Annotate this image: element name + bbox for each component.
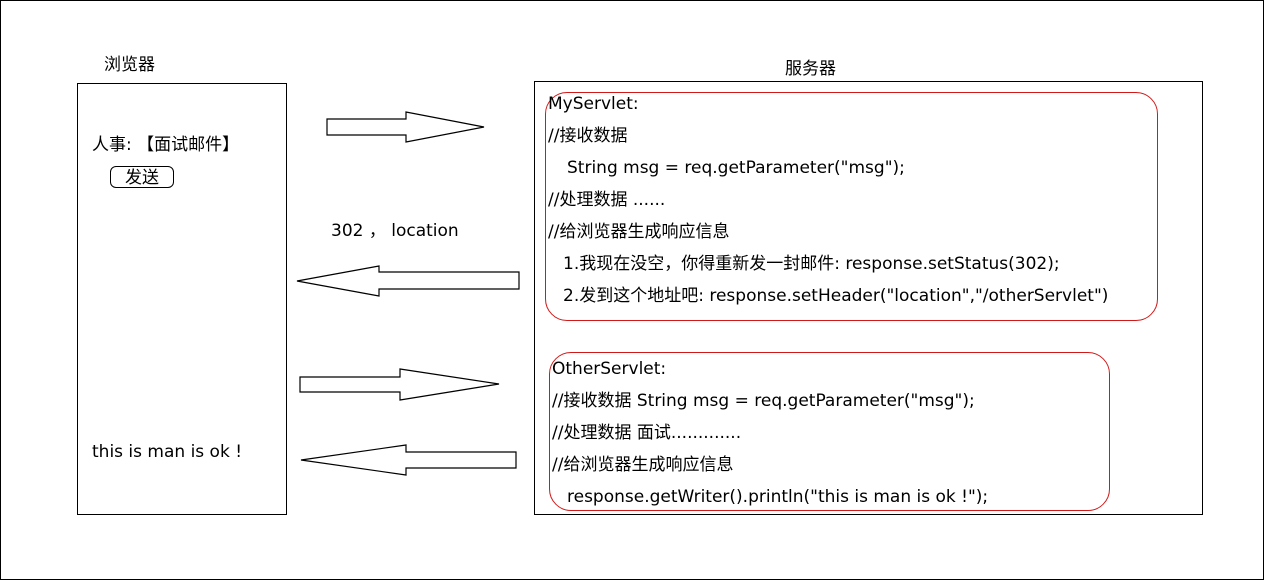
otherservlet-box bbox=[549, 352, 1110, 511]
redirect-label: 302 ， location bbox=[331, 221, 459, 241]
server-title: 服务器 bbox=[785, 59, 836, 79]
result-text: this is man is ok ! bbox=[92, 442, 243, 462]
myservlet-line: MyServlet: bbox=[548, 94, 639, 114]
browser-title: 浏览器 bbox=[104, 55, 155, 75]
redirect-response-arrow bbox=[296, 265, 520, 297]
hr-email-text: 人事: 【面试邮件】 bbox=[92, 135, 240, 155]
server-box bbox=[534, 81, 1203, 515]
myservlet-line: 2.发到这个地址吧: response.setHeader("location"… bbox=[563, 286, 1109, 306]
otherservlet-line: response.getWriter().println("this is ma… bbox=[567, 487, 989, 507]
send-button[interactable]: 发送 bbox=[110, 166, 174, 188]
otherservlet-line: //接收数据 String msg = req.getParameter("ms… bbox=[552, 391, 975, 411]
myservlet-line: //接收数据 bbox=[548, 126, 628, 146]
request-arrow-2 bbox=[299, 368, 500, 401]
browser-box bbox=[77, 83, 287, 515]
myservlet-line: String msg = req.getParameter("msg"); bbox=[567, 158, 905, 178]
otherservlet-line: //处理数据 面试............. bbox=[552, 423, 742, 443]
otherservlet-line: //给浏览器生成响应信息 bbox=[552, 455, 734, 475]
myservlet-box bbox=[545, 92, 1158, 321]
myservlet-line: //给浏览器生成响应信息 bbox=[548, 222, 730, 242]
myservlet-line: 1.我现在没空，你得重新发一封邮件: response.setStatus(30… bbox=[563, 254, 1060, 274]
myservlet-line: //处理数据 ...... bbox=[548, 190, 666, 210]
request-arrow-1 bbox=[326, 111, 485, 143]
otherservlet-line: OtherServlet: bbox=[552, 359, 667, 379]
final-response-arrow bbox=[300, 444, 517, 476]
